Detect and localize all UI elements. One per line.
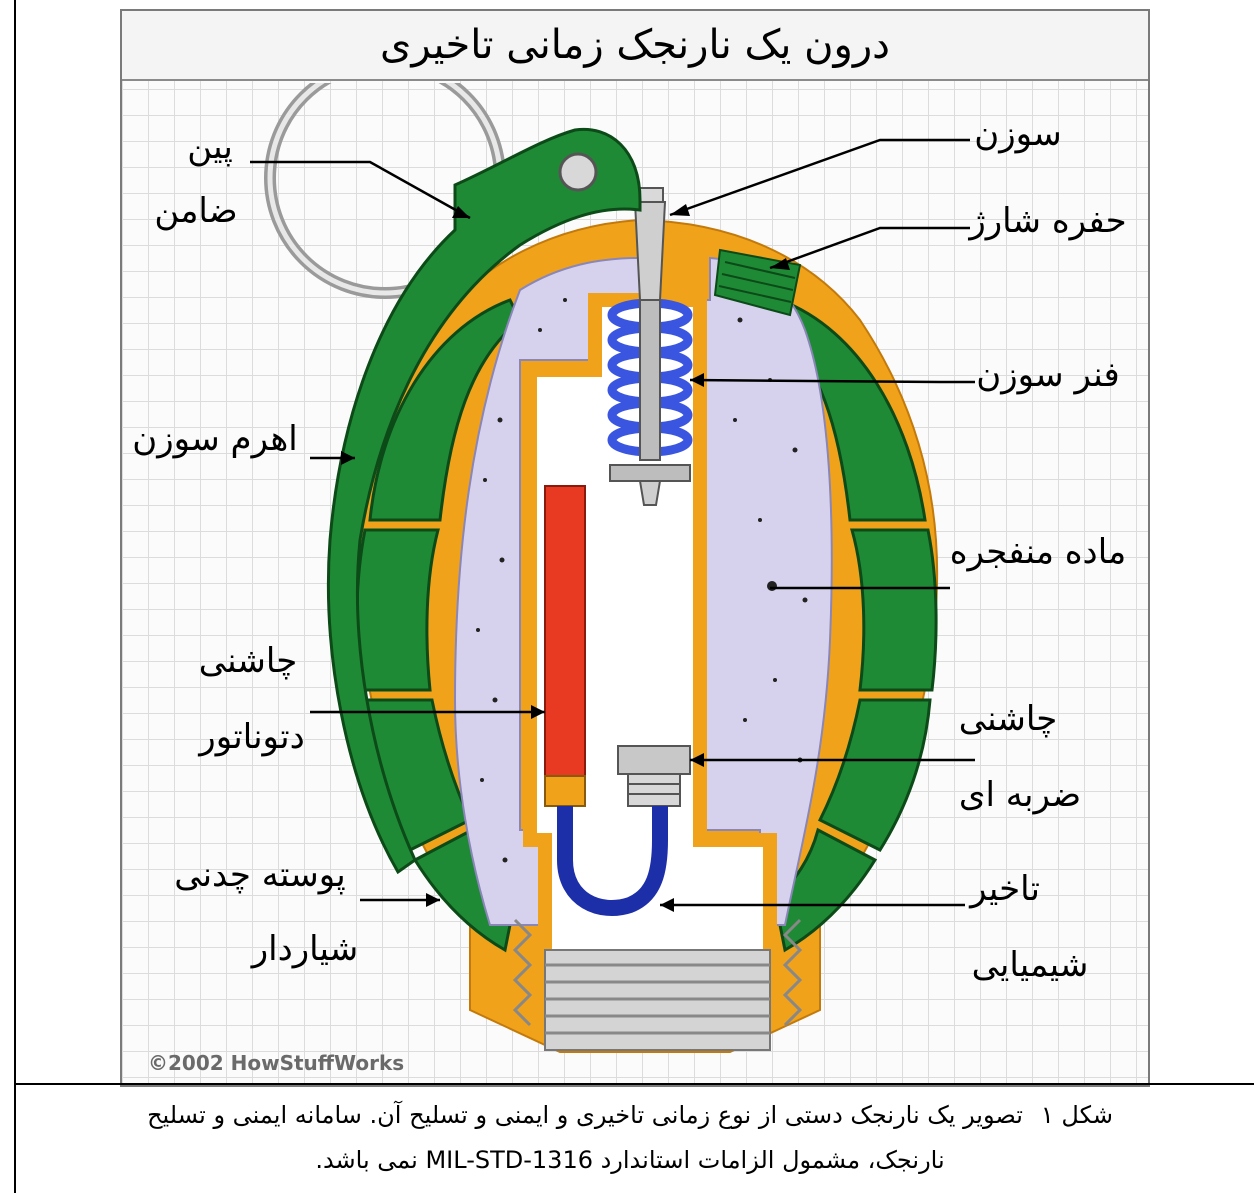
label-pin-1: پین [187,127,233,167]
label-needle: سوزن [974,114,1061,154]
label-percussion-1: چاشنی [959,699,1057,739]
label-lever: اهرم سوزن [132,419,297,459]
copyright-text: ©2002 HowStuffWorks [148,1051,404,1075]
label-casing-2: شیاردار [250,929,359,969]
label-percussion-2: ضربه ای [959,775,1081,815]
label-needle-spring: فنر سوزن [976,355,1120,395]
label-charge-hole: حفره شارژ [967,201,1126,241]
caption-number: شکل ۱ [1041,1101,1113,1129]
label-casing-1: پوسته چدنی [174,855,345,895]
label-delay-1: تاخیر [968,869,1040,909]
lever-hole [560,154,596,190]
label-delay-2: شیمیایی [972,945,1089,985]
caption-divider [14,1083,1254,1085]
detonator [545,486,585,806]
label-explosive: ماده منفجره [950,532,1127,572]
label-pin-2: ضامن [154,191,237,231]
caption-line-1: شکل ۱ تصویر یک نارنجک دستی از نوع زمانی ت… [40,1093,1220,1138]
caption-text-1: تصویر یک نارنجک دستی از نوع زمانی تاخیری… [147,1101,1023,1129]
label-detonator-2: دتوناتور [197,717,304,757]
figure-caption: شکل ۱ تصویر یک نارنجک دستی از نوع زمانی ت… [40,1093,1220,1183]
caption-line-2: نارنجک، مشمول الزامات استاندارد MIL-STD-… [40,1138,1220,1183]
percussion-cap [618,746,690,806]
label-detonator-1: چاشنی [199,641,297,681]
